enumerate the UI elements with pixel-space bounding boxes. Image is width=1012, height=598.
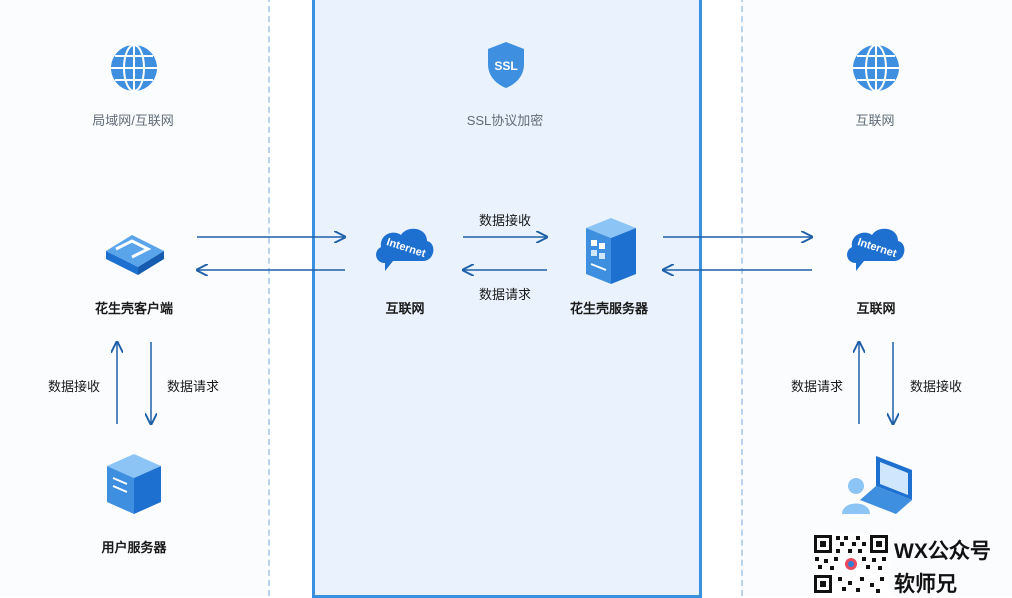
internet-cloud-icon-right: Internet: [847, 228, 905, 271]
peanut-server-label: 花生壳服务器: [569, 301, 649, 316]
qr-code-icon: [812, 533, 890, 595]
user-server-label: 用户服务器: [101, 540, 167, 555]
middle-bottom-arrow-label: 数据请求: [478, 287, 532, 302]
left-down-arrow-label: 数据请求: [166, 379, 220, 394]
user-server-icon: [107, 454, 161, 514]
peanut-server-icon: [586, 218, 636, 284]
router-client-icon: [106, 235, 164, 275]
user-laptop-icon: [842, 456, 912, 514]
client-label: 花生壳客户端: [94, 301, 174, 316]
internet-cloud-icon: Internet: [376, 228, 434, 271]
left-network-label: 局域网/互联网: [92, 113, 174, 128]
left-up-arrow-label: 数据接收: [47, 379, 101, 394]
ssl-badge-text: SSL: [494, 59, 517, 73]
globe-icon: [111, 44, 157, 92]
right-up-arrow-label: 数据请求: [790, 379, 844, 394]
right-internet-label: 互联网: [856, 301, 896, 316]
right-down-arrow-label: 数据接收: [909, 379, 963, 394]
right-network-label: 互联网: [855, 113, 895, 128]
globe-icon-right: [853, 44, 899, 92]
middle-zone: [312, 0, 702, 598]
watermark-line2: 软师兄: [894, 573, 957, 596]
ssl-shield-icon: SSL: [488, 42, 524, 88]
watermark-line1: WX公众号: [894, 540, 991, 563]
middle-top-arrow-label: 数据接收: [478, 213, 532, 228]
middle-internet-label: 互联网: [385, 301, 425, 316]
ssl-label: SSL协议加密: [466, 113, 544, 128]
